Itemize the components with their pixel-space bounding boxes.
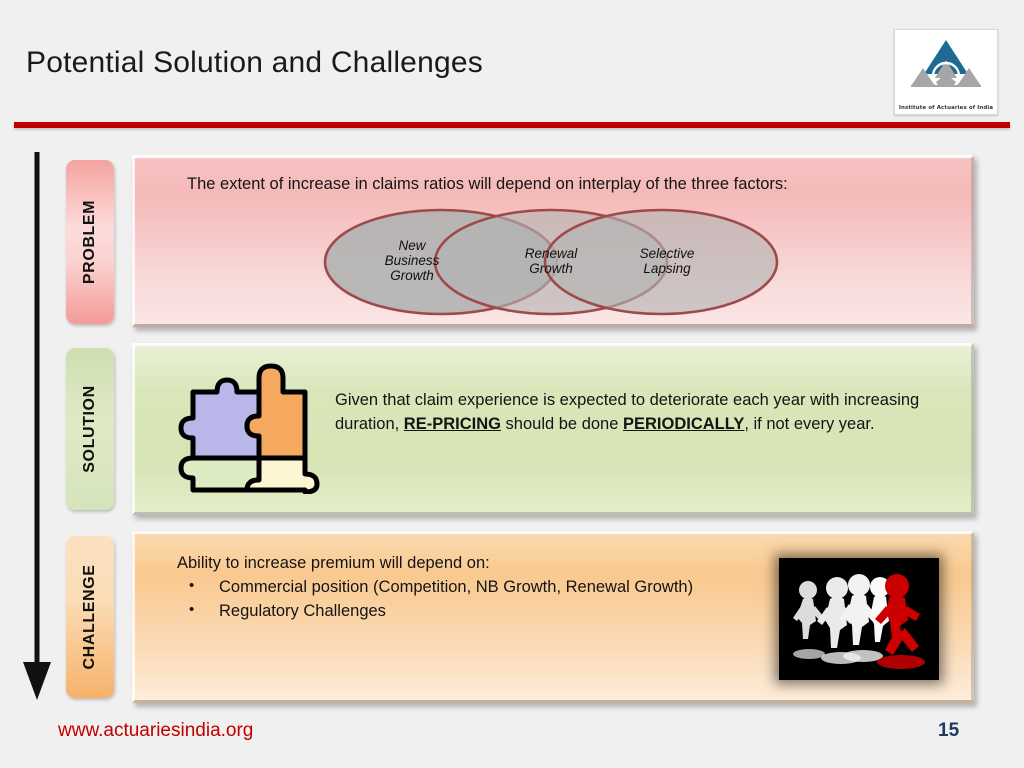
venn-label-selective-lapsing: Selective Lapsing — [639, 246, 695, 276]
problem-panel: The extent of increase in claims ratios … — [132, 155, 974, 327]
running-figures-illustration-icon — [779, 558, 939, 680]
jigsaw-puzzle-icon — [178, 363, 320, 494]
stage-tab-problem-label: PROBLEM — [81, 199, 98, 285]
challenge-intro: Ability to increase premium will depend … — [177, 554, 490, 572]
challenge-bullet-list: Commercial position (Competition, NB Gro… — [177, 574, 737, 623]
challenge-content: Ability to increase premium will depend … — [177, 551, 737, 623]
page-number: 15 — [938, 720, 960, 741]
footer-website-url[interactable]: www.actuariesindia.org — [58, 720, 254, 741]
leader-running-ahead-photo — [779, 558, 939, 680]
solution-emphasis-re-pricing: RE-PRICING — [403, 415, 501, 433]
three-factors-venn-diagram: New Business Growth Renewal Growth Selec… — [321, 206, 781, 318]
list-item: Regulatory Challenges — [177, 598, 737, 623]
institute-logo: Institute of Actuaries of India — [894, 29, 998, 115]
venn-label-renewal-growth: Renewal Growth — [524, 246, 578, 276]
page-title: Potential Solution and Challenges — [26, 46, 483, 79]
list-item: Commercial position (Competition, NB Gro… — [177, 574, 737, 599]
solution-statement: Given that claim experience is expected … — [335, 388, 955, 436]
solution-panel: Given that claim experience is expected … — [132, 343, 974, 515]
title-divider-rule — [14, 122, 1010, 128]
solution-text-part3: , if not every year. — [744, 415, 875, 433]
solution-text-part2: should be done — [500, 415, 623, 433]
stage-tab-challenge-label: CHALLENGE — [81, 564, 98, 670]
logo-mark-icon — [911, 40, 981, 91]
problem-heading: The extent of increase in claims ratios … — [187, 175, 788, 193]
stage-tab-challenge[interactable]: CHALLENGE — [66, 536, 114, 698]
stage-tab-solution-label: SOLUTION — [81, 385, 98, 473]
stage-tab-solution[interactable]: SOLUTION — [66, 348, 114, 510]
logo-caption: Institute of Actuaries of India — [898, 105, 994, 111]
stage-tab-problem[interactable]: PROBLEM — [66, 160, 114, 324]
venn-label-new-business-growth: New Business Growth — [384, 238, 440, 283]
downward-progression-arrow-icon — [23, 152, 51, 700]
solution-text-part1: Given that claim experience is expected … — [335, 391, 920, 433]
solution-emphasis-periodically: PERIODICALLY — [623, 415, 745, 433]
challenge-panel: Ability to increase premium will depend … — [132, 531, 974, 703]
